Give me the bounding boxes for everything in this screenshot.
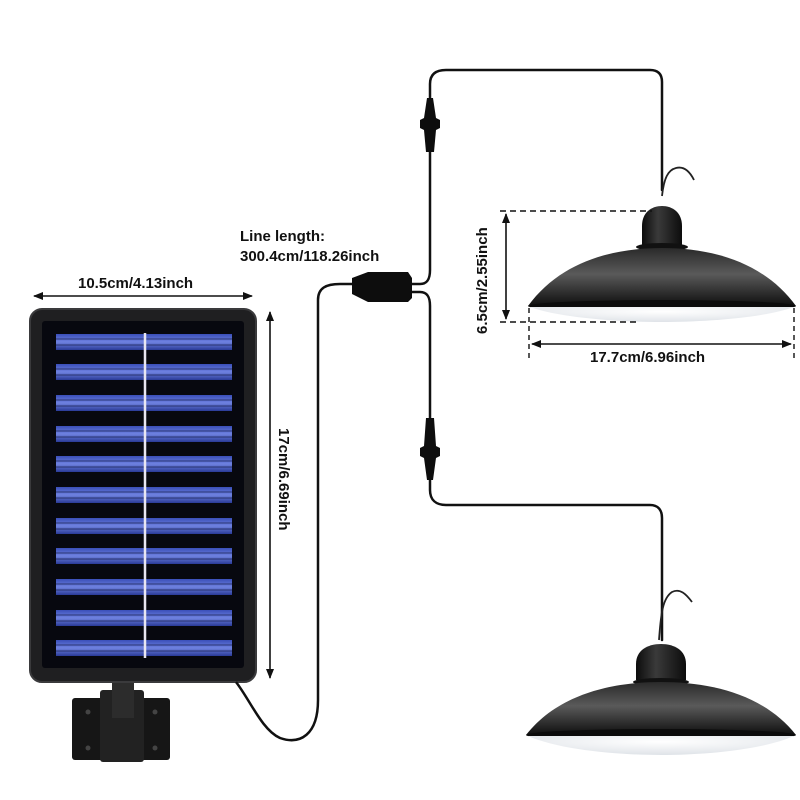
lamp-1-connector	[420, 98, 440, 152]
lamp-1-hook	[661, 166, 695, 197]
lamp-2-hook	[658, 589, 693, 641]
panel-height-label: 17cm/6.69inch	[275, 428, 292, 531]
cable-splitter	[352, 272, 412, 302]
lamp-2	[526, 589, 796, 755]
lamp-width-dimension	[528, 308, 795, 358]
cable-network	[278, 68, 664, 742]
panel-width-label: 10.5cm/4.13inch	[78, 275, 194, 292]
solar-panel	[29, 308, 281, 762]
lamp-2-connector	[420, 418, 440, 480]
line-length-value: 300.4cm/118.26inch	[240, 248, 380, 265]
lamp-height-label: 6.5cm/2.55inch	[474, 227, 491, 334]
line-length-title: Line length:	[240, 228, 325, 245]
lamp-1	[528, 166, 796, 322]
lamp-width-label: 17.7cm/6.96inch	[590, 349, 706, 366]
panel-mount-bracket	[72, 678, 170, 762]
lamp-height-dimension	[500, 210, 652, 323]
panel-cells	[56, 333, 232, 658]
